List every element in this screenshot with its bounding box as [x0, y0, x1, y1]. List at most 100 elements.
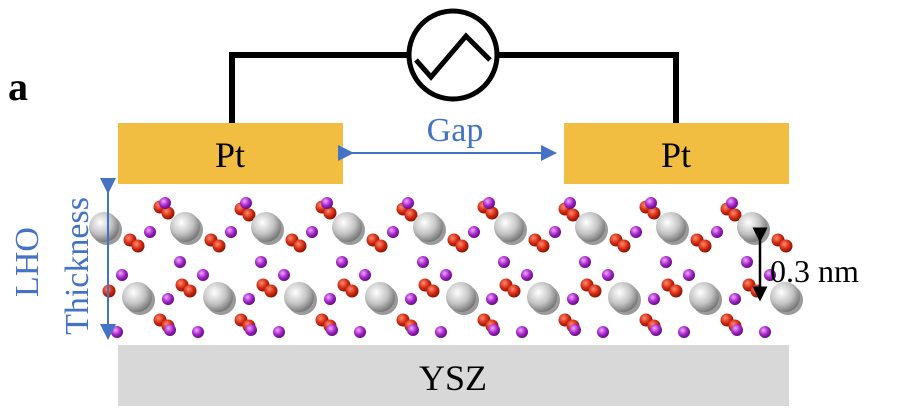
hafnium-atom — [527, 282, 557, 312]
oxygen-atom — [293, 239, 307, 253]
lho-film-atoms — [89, 197, 803, 338]
lanthanum-atom — [240, 197, 252, 209]
lanthanum-atom — [306, 226, 318, 238]
lanthanum-atom — [359, 269, 371, 281]
oxygen-atom — [242, 208, 256, 222]
lanthanum-atom — [567, 293, 579, 305]
lanthanum-atom — [162, 293, 174, 305]
substrate-label: YSZ — [419, 358, 487, 398]
lanthanum-atom — [273, 326, 285, 338]
lanthanum-atom — [405, 293, 417, 305]
oxygen-atom — [750, 284, 764, 298]
oxygen-atom — [374, 239, 388, 253]
lanthanum-atom — [245, 324, 257, 336]
layer-spacing-label: 0.3 nm — [770, 253, 859, 289]
hafnium-atom — [494, 212, 524, 242]
lanthanum-atom — [243, 293, 255, 305]
oxygen-atom — [779, 239, 793, 253]
oxygen-atom — [131, 239, 145, 253]
lanthanum-atom — [660, 256, 672, 268]
oxygen-atom — [212, 239, 226, 253]
lanthanum-atom — [597, 326, 609, 338]
lanthanum-atom — [521, 269, 533, 281]
oxygen-atom — [426, 284, 440, 298]
lanthanum-atom — [111, 326, 123, 338]
electrode-left: Pt — [118, 123, 343, 184]
hafnium-atom — [170, 212, 200, 242]
oxygen-atom — [536, 239, 550, 253]
lanthanum-atom — [468, 226, 480, 238]
hafnium-atom — [332, 212, 362, 242]
oxygen-atom — [728, 208, 742, 222]
oxygen-atom — [588, 284, 602, 298]
hafnium-atom — [203, 282, 233, 312]
electrode-left-label: Pt — [215, 135, 245, 175]
lanthanum-atom — [144, 226, 156, 238]
hafnium-atom — [251, 212, 281, 242]
film-label: LHO — [9, 227, 46, 297]
lanthanum-atom — [417, 256, 429, 268]
lanthanum-atom — [648, 293, 660, 305]
lanthanum-atom — [602, 269, 614, 281]
lanthanum-atom — [326, 324, 338, 336]
electrode-right: Pt — [564, 123, 789, 184]
oxygen-atom — [617, 239, 631, 253]
lanthanum-atom — [729, 293, 741, 305]
lanthanum-atom — [569, 324, 581, 336]
oxygen-atom — [698, 239, 712, 253]
lanthanum-atom — [731, 324, 743, 336]
lanthanum-atom — [726, 197, 738, 209]
oxygen-atom — [183, 284, 197, 298]
lanthanum-atom — [387, 226, 399, 238]
lanthanum-atom — [683, 269, 695, 281]
oxygen-atom — [669, 284, 683, 298]
lanthanum-atom — [741, 256, 753, 268]
lanthanum-atom — [192, 326, 204, 338]
lanthanum-atom — [159, 197, 171, 209]
oxygen-atom — [404, 208, 418, 222]
lanthanum-atom — [498, 256, 510, 268]
lanthanum-atom — [407, 324, 419, 336]
thickness-indicator: Thickness LHO — [9, 178, 116, 340]
lanthanum-atom — [440, 269, 452, 281]
lanthanum-atom — [435, 326, 447, 338]
lanthanum-atom — [116, 269, 128, 281]
lanthanum-atom — [579, 256, 591, 268]
hafnium-atom — [413, 212, 443, 242]
thickness-label: Thickness — [59, 197, 96, 335]
hafnium-atom — [365, 282, 395, 312]
lanthanum-atom — [678, 326, 690, 338]
oxygen-atom — [455, 239, 469, 253]
gap-indicator: Gap — [338, 112, 557, 161]
lanthanum-atom — [225, 226, 237, 238]
lanthanum-atom — [711, 226, 723, 238]
lanthanum-atom — [255, 256, 267, 268]
hafnium-atom — [689, 282, 719, 312]
oxygen-atom — [566, 208, 580, 222]
hafnium-atom — [122, 282, 152, 312]
lanthanum-atom — [402, 197, 414, 209]
oxygen-atom — [647, 206, 661, 220]
lanthanum-atom — [645, 197, 657, 209]
oxygen-atom — [161, 206, 175, 220]
lanthanum-atom — [486, 293, 498, 305]
hafnium-atom — [575, 212, 605, 242]
lanthanum-atom — [324, 293, 336, 305]
hafnium-atom — [608, 282, 638, 312]
lanthanum-atom — [516, 326, 528, 338]
hafnium-atom — [284, 282, 314, 312]
oxygen-atom — [345, 284, 359, 298]
hafnium-atom — [737, 212, 767, 242]
lanthanum-atom — [174, 256, 186, 268]
lanthanum-atom — [483, 197, 495, 209]
oxygen-atom — [507, 284, 521, 298]
lanthanum-atom — [488, 324, 500, 336]
lanthanum-atom — [564, 197, 576, 209]
lanthanum-atom — [549, 226, 561, 238]
substrate: YSZ — [118, 345, 789, 406]
oxygen-atom — [323, 206, 337, 220]
lanthanum-atom — [354, 326, 366, 338]
gap-label: Gap — [427, 112, 484, 149]
circuit-wire — [229, 52, 679, 123]
